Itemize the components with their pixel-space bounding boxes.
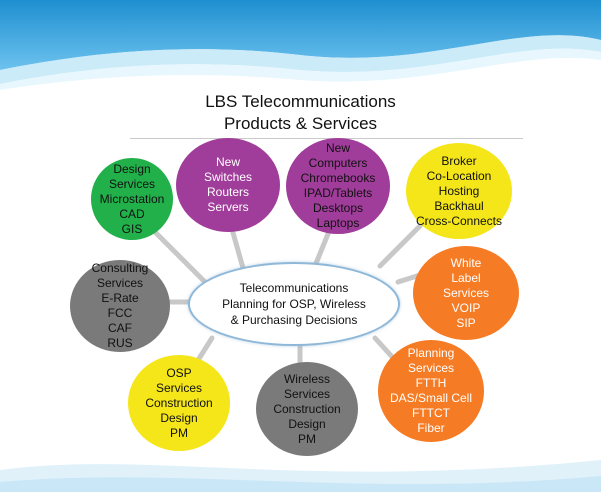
center-line-2: Planning for OSP, Wireless — [222, 297, 366, 311]
osp-line-1: OSP — [166, 365, 192, 380]
planning-line-2: Services — [407, 361, 454, 375]
wireless-line-4: Design — [288, 416, 326, 431]
consulting-line-6: RUS — [107, 336, 133, 350]
switches-line-1: New — [215, 155, 240, 169]
wireless-line-5: PM — [298, 431, 316, 446]
computers-line-3: Chromebooks — [300, 171, 376, 185]
computers-line-5: Desktops — [312, 201, 364, 215]
switches-line-3: Routers — [206, 185, 250, 199]
design-line-4: CAD — [119, 206, 145, 221]
page-title: LBS Telecommunications — [205, 92, 396, 111]
white-label-line-3: Services — [442, 285, 489, 300]
design-line-5: GIS — [121, 221, 143, 236]
header-wave-banner — [0, 0, 601, 90]
consulting-line-2: Services — [96, 276, 143, 290]
design-line-2: Services — [108, 176, 155, 191]
wireless-line-2: Services — [283, 386, 330, 401]
planning-line-4: DAS/Small Cell — [389, 391, 473, 405]
osp-line-5: PM — [170, 425, 188, 440]
broker-line-2: Co-Location — [426, 168, 492, 183]
switches-line-2: Switches — [203, 170, 253, 184]
design-line-1: Design — [113, 161, 151, 176]
center-hub: Telecommunications Planning for OSP, Wir… — [188, 262, 400, 346]
footer-wave — [0, 460, 601, 492]
broker-line-3: Hosting — [438, 183, 480, 198]
white-label-line-2: Label — [451, 270, 481, 285]
planning-line-6: Fiber — [417, 421, 445, 435]
computers-line-4: IPAD/Tablets — [303, 186, 373, 200]
planning-line-3: FTTH — [415, 376, 447, 390]
design-line-3: Microstation — [99, 191, 165, 206]
consulting-line-1: Consulting — [91, 261, 149, 275]
computers-line-6: Laptops — [316, 216, 360, 230]
white-label-line-5: SIP — [456, 315, 476, 330]
connector-design — [152, 229, 208, 285]
switches-line-4: Servers — [207, 200, 249, 214]
wireless-line-3: Construction — [273, 401, 341, 416]
planning-line-5: FTTCT — [412, 406, 450, 420]
connector-broker — [377, 223, 423, 269]
planning-line-1: Planning — [407, 346, 455, 360]
osp-line-4: Design — [160, 410, 198, 425]
broker-line-1: Broker — [441, 153, 477, 168]
osp-line-3: Construction — [145, 395, 213, 410]
broker-line-5: Cross-Connects — [415, 213, 503, 228]
consulting-line-5: CAF — [108, 321, 132, 335]
wireless-line-1: Wireless — [283, 371, 330, 386]
white-label-line-4: VOIP — [451, 300, 481, 315]
white-label-line-1: White — [450, 255, 482, 270]
computers-line-1: New — [325, 141, 350, 155]
center-line-1: Telecommunications — [239, 281, 349, 295]
center-line-3: & Purchasing Decisions — [230, 313, 358, 327]
broker-line-4: Backhaul — [434, 198, 484, 213]
consulting-line-3: E-Rate — [101, 291, 139, 305]
osp-line-2: Services — [155, 380, 202, 395]
page-subtitle: Products & Services — [223, 114, 378, 133]
consulting-line-4: FCC — [107, 306, 133, 320]
computers-line-2: Computers — [308, 156, 368, 170]
